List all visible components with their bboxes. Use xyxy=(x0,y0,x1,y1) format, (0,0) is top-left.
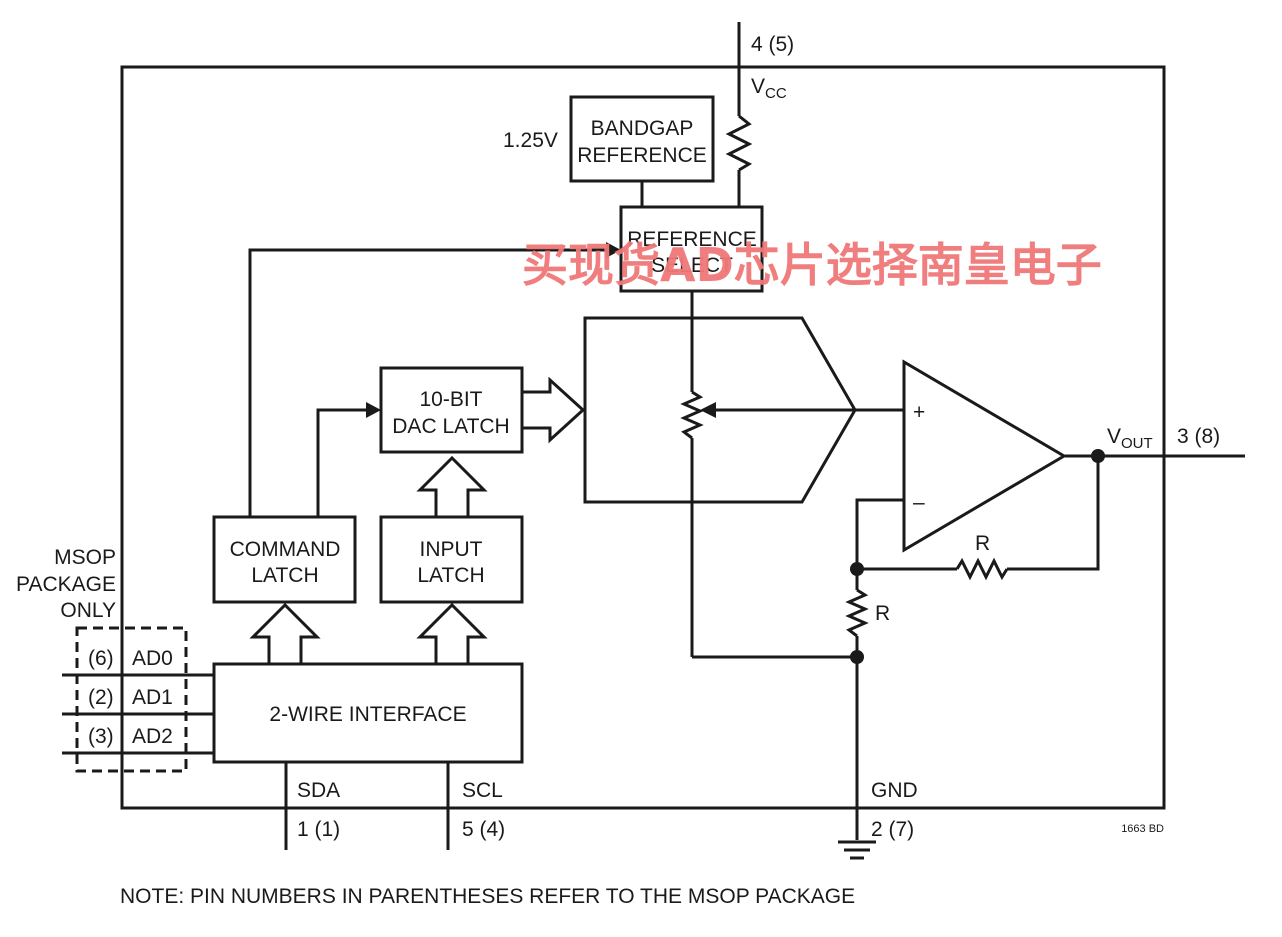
sda-pin-number: 1 (1) xyxy=(297,818,340,841)
feedback-network xyxy=(692,456,1100,840)
msop-note-line3: ONLY xyxy=(60,599,116,622)
dac-potentiometer xyxy=(680,291,855,657)
amp-minus-sign: – xyxy=(913,491,925,514)
msop-only-outline xyxy=(75,626,188,773)
inlatch-label-line1: INPUT xyxy=(420,538,483,561)
bandgap-label-line2: REFERENCE xyxy=(577,144,707,167)
footnote: NOTE: PIN NUMBERS IN PARENTHESES REFER T… xyxy=(120,885,855,908)
command-to-daclatch-wire xyxy=(316,402,381,517)
input-latch-block xyxy=(379,515,524,604)
feedback-resistor-label: R xyxy=(975,532,990,555)
ad1-label: AD1 xyxy=(132,686,173,709)
vout-pin-number: 3 (8) xyxy=(1177,425,1220,448)
ground-resistor-label: R xyxy=(875,602,890,625)
daclatch-to-dac-arrow xyxy=(520,376,586,444)
command-latch-block xyxy=(212,515,357,604)
vcc-label-sub: CC xyxy=(765,85,787,102)
svg-text:VOUT: VOUT xyxy=(1107,425,1153,452)
refsel-label-line1: REFERENCE xyxy=(627,228,757,251)
interface-label: 2-WIRE INTERFACE xyxy=(269,703,466,726)
bandgap-label-line1: BANDGAP xyxy=(591,117,694,140)
daclatch-label-line2: DAC LATCH xyxy=(392,415,509,438)
ad0-pin-number: (6) xyxy=(88,647,114,670)
ad2-label: AD2 xyxy=(132,725,173,748)
output-amplifier xyxy=(902,359,1067,553)
watermark-text: 买现货AD芯片选择南皇电子 xyxy=(522,238,1102,292)
ground-icon xyxy=(838,840,876,860)
gnd-pin-number: 2 (7) xyxy=(871,818,914,841)
dac-latch-block xyxy=(379,366,524,454)
package-outline xyxy=(120,65,1166,810)
cmdlatch-label-line1: COMMAND xyxy=(230,538,341,561)
vout-label-sub: OUT xyxy=(1121,435,1153,452)
msop-note-line1: MSOP xyxy=(54,546,116,569)
amp-plus-sign: + xyxy=(913,401,925,424)
ad2-pin-number: (3) xyxy=(88,725,114,748)
daclatch-label-line1: 10-BIT xyxy=(419,388,482,411)
ad0-label: AD0 xyxy=(132,647,173,670)
command-to-refsel-wire xyxy=(248,242,621,517)
svg-text:VCC: VCC xyxy=(751,75,787,102)
scl-pin-number: 5 (4) xyxy=(462,818,505,841)
ad1-pin-number: (2) xyxy=(88,686,114,709)
gnd-label: GND xyxy=(871,779,918,802)
scl-label: SCL xyxy=(462,779,503,802)
two-wire-interface-block xyxy=(212,662,524,764)
vcc-supply xyxy=(725,22,753,207)
bandgap-reference-block xyxy=(569,95,715,183)
interface-to-command-arrow xyxy=(249,602,321,666)
bandgap-voltage: 1.25V xyxy=(503,129,558,152)
interface-to-input-arrow xyxy=(416,602,488,666)
inlatch-label-line2: LATCH xyxy=(417,564,484,587)
inlatch-to-daclatch-arrow xyxy=(416,455,488,519)
refsel-label-line2: SELECT xyxy=(651,254,733,277)
figure-code: 1663 BD xyxy=(1121,823,1164,835)
vcc-pin-number: 4 (5) xyxy=(751,33,794,56)
vcc-label: V xyxy=(751,75,765,98)
cmdlatch-label-line2: LATCH xyxy=(251,564,318,587)
sda-label: SDA xyxy=(297,779,340,802)
vout-label: V xyxy=(1107,425,1121,448)
msop-note-line2: PACKAGE xyxy=(16,573,116,596)
